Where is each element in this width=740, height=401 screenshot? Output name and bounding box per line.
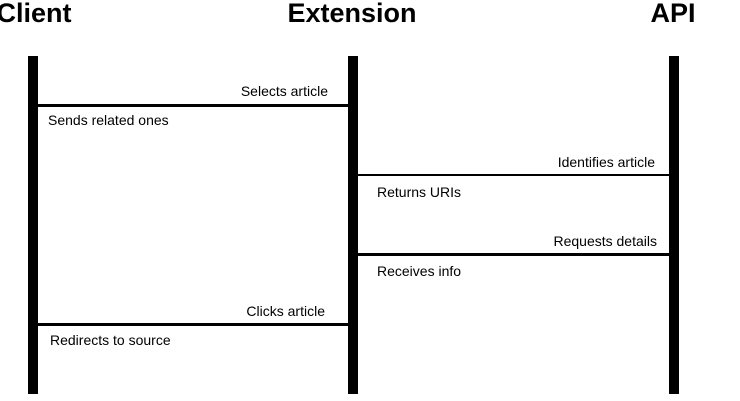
- message-label-requests-details: Requests details: [553, 233, 657, 249]
- message-line-selects-article: [33, 104, 353, 107]
- message-label-redirects-to-source: Redirects to source: [50, 332, 171, 348]
- message-label-identifies-article: Identifies article: [557, 154, 655, 170]
- message-label-clicks-article: Clicks article: [246, 303, 325, 319]
- lifeline-bar-extension: [348, 56, 358, 394]
- message-label-receives-info: Receives info: [377, 263, 462, 279]
- lifeline-bar-client: [28, 56, 38, 394]
- message-label-returns-uris: Returns URIs: [377, 184, 462, 200]
- lifeline-bar-api: [669, 56, 679, 394]
- message-line-identifies-article: [353, 173, 674, 177]
- message-line-clicks-article: [33, 323, 353, 326]
- message-label-selects-article: Selects article: [240, 83, 328, 99]
- message-line-requests-details: [353, 253, 674, 256]
- actor-label-client: Client: [0, 0, 72, 28]
- message-label-sends-related-ones: Sends related ones: [48, 112, 169, 128]
- actor-label-extension: Extension: [287, 0, 417, 28]
- actor-label-api: API: [650, 0, 696, 28]
